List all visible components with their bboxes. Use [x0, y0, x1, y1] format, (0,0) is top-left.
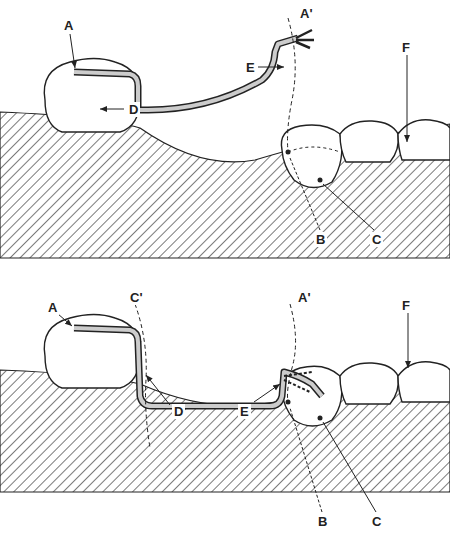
leader-line — [408, 312, 409, 368]
callout-letter: B — [314, 232, 327, 247]
tooth — [398, 120, 450, 160]
callout-letter: F — [400, 40, 412, 55]
premolar-tooth — [282, 366, 342, 426]
callout-letter: F — [400, 298, 412, 313]
ridge-ground — [0, 112, 450, 258]
tooth — [398, 362, 450, 402]
fulcrum-point — [318, 416, 323, 421]
callout-letter: D — [127, 102, 140, 117]
tooth — [340, 363, 398, 404]
leader-line — [146, 375, 170, 405]
callout-letter: C — [370, 232, 383, 247]
leader-line — [290, 408, 322, 512]
callout-letter: C' — [128, 290, 144, 305]
tooth — [340, 121, 398, 162]
denture-bar — [74, 328, 322, 406]
fulcrum-point — [286, 400, 291, 405]
callout-letter: A' — [296, 290, 312, 305]
rotation-arc — [288, 304, 296, 402]
fulcrum-point — [286, 150, 291, 155]
callout-letter: D — [172, 404, 185, 419]
leader-line — [323, 184, 374, 230]
rotation-arc — [135, 304, 150, 448]
clasp-arm — [296, 30, 314, 48]
leader-line — [100, 109, 124, 110]
leader-line — [323, 422, 376, 512]
leader-line — [407, 54, 408, 142]
callout-letter: E — [244, 60, 257, 75]
leader-line — [58, 314, 72, 326]
leader-line — [254, 384, 280, 402]
callout-letter: A — [62, 18, 75, 33]
callout-letter: A' — [298, 6, 314, 21]
rotation-arc — [288, 18, 296, 152]
denture-bar — [74, 38, 298, 110]
denture-bar — [74, 328, 322, 406]
denture-bar — [74, 38, 298, 110]
leader-line — [290, 158, 320, 230]
rotation-arc — [288, 147, 340, 152]
leader-line — [70, 34, 75, 68]
callout-letter: C — [370, 514, 383, 529]
fulcrum-point — [318, 178, 323, 183]
leader-line — [258, 67, 284, 68]
callout-letter: A — [46, 300, 59, 315]
callout-letter: E — [238, 404, 251, 419]
premolar-tooth — [281, 125, 341, 188]
callout-letter: B — [316, 514, 329, 529]
